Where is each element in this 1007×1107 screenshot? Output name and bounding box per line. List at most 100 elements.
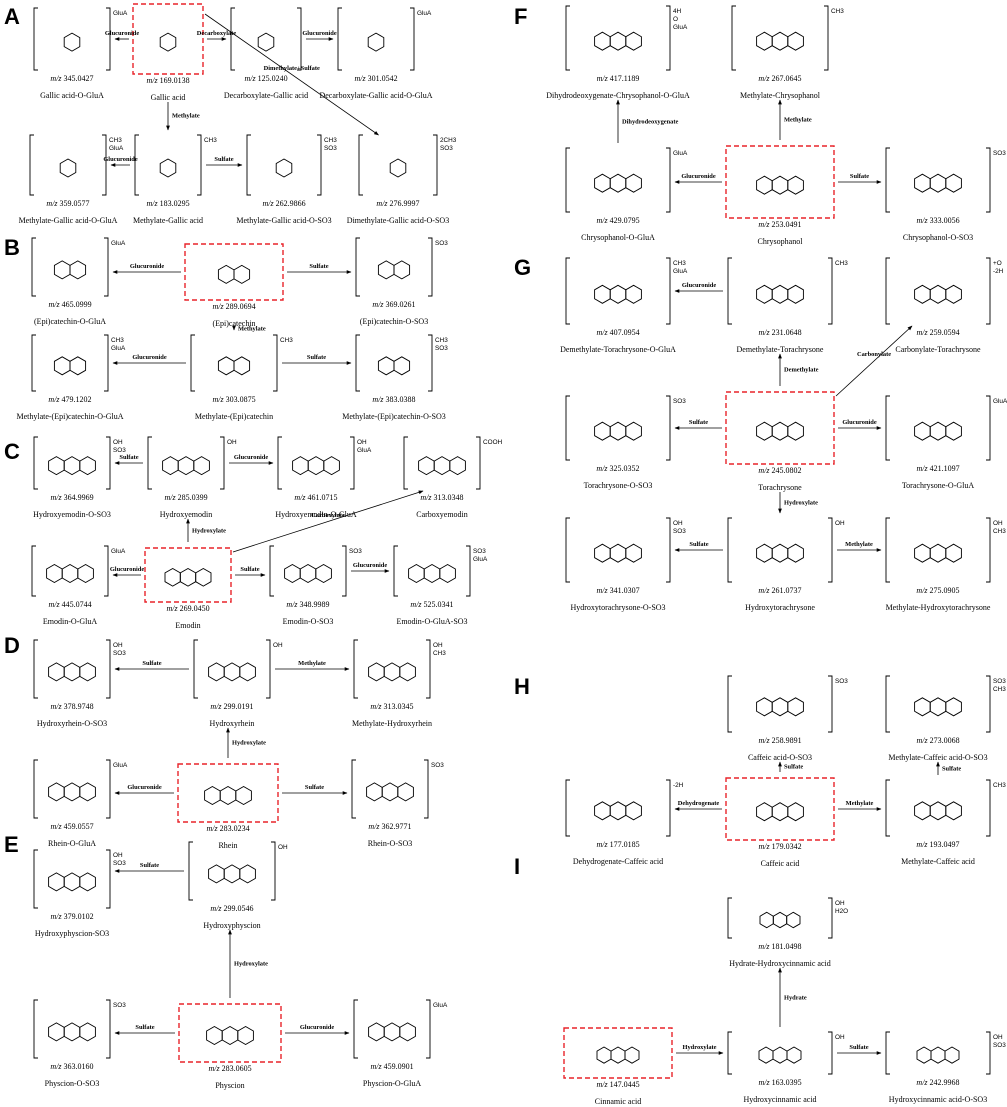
mz-prefix: m/z [596,464,607,473]
mz-value: m/z 341.0307 [570,586,665,597]
mz-number: 169.0138 [160,76,190,85]
bracket-right [220,437,224,489]
mz-prefix: m/z [916,464,927,473]
mz-prefix: m/z [376,199,387,208]
ring-hydroxyemodin-o-so3-2 [80,457,96,475]
mz-value: m/z 459.0557 [48,822,96,833]
compound-name: Emodin-O-GluA [43,617,97,628]
mz-number: 245.0802 [772,466,802,475]
compound-name: Decarboxylate-Gallic acid-O-GluA [319,91,432,102]
bracket-left [566,6,570,70]
ring-physcion-1 [222,1027,238,1045]
bracket-right [410,8,414,70]
ring-physcion-o-so3-1 [64,1023,80,1041]
mz-number: 267.0645 [772,74,802,83]
ring-hydroxycinnamic-acid-2 [787,1047,801,1063]
mz-prefix: m/z [916,840,927,849]
mz-prefix: m/z [372,300,383,309]
substituent-demethylate-torachrysone-o-glua: CH3 GluA [673,260,687,276]
structure-hydroxyemodin-o-so3 [34,437,110,489]
mz-number: 525.0341 [424,600,454,609]
substituent-decarboxylate-gallic-acid-o-glua: GluA [417,10,431,18]
reaction-label-sulfate: Sulfate [850,173,869,180]
reaction-label-sulfate: Sulfate [942,765,961,772]
ring-hydroxyemodin-o-so3-0 [49,457,65,475]
compound-name: Hydroxytorachrysone-O-SO3 [570,603,665,614]
structure-chrysophanol-o-so3 [886,148,990,212]
mz-prefix: m/z [48,600,59,609]
ring-methylate-epi-catechin-o-glua-0 [54,357,70,375]
mz-number: 465.0999 [62,300,92,309]
ring-demethylate-torachrysone-o-glua-2 [626,285,642,303]
compound-name: Hydroxyemodin-O-SO3 [33,510,111,521]
substituent-demethylate-torachrysone: CH3 [835,260,848,268]
bracket-left [34,760,38,818]
bracket-right [106,640,110,698]
ring-torachrysone-0 [757,422,773,440]
reaction-label-methylate: Methylate [784,117,812,124]
mz-prefix: m/z [286,600,297,609]
compound-name: Hydroxyphyscion [203,921,260,932]
reaction-label-methylate: Methylate [845,541,873,548]
compound-name: Dimethylate-Gallic acid-O-SO3 [347,216,449,227]
bracket-right [666,6,670,70]
mz-number: 421.1097 [930,464,960,473]
mz-value: m/z 181.0498 [729,942,831,953]
ring-methylate-hydroxytorachrysone-1 [930,544,946,562]
ring-methylate-chrysophanol-2 [788,32,804,50]
ring-hydroxytorachrysone-o-so3-2 [626,544,642,562]
mz-value: m/z 429.0795 [581,216,655,227]
mz-prefix: m/z [372,395,383,404]
ring-decarboxylate-gallic-acid-o-glua-0 [368,33,384,51]
mz-number: 429.0795 [610,216,640,225]
compound-name: Demethylate-Torachrysone-O-GluA [560,345,676,356]
structure-torachrysone-o-so3 [566,396,670,460]
mz-number: 269.0450 [180,604,210,613]
substituent-hydroxycinnamic-acid: OH [835,1034,845,1042]
ring-methylate-chrysophanol-1 [772,32,788,50]
mz-prefix: m/z [916,1078,927,1087]
structure-epi-catechin-o-so3 [356,238,432,296]
structure-demethylate-torachrysone [728,258,832,324]
bracket-left [728,518,732,582]
mz-value: m/z 183.0295 [133,199,203,210]
ring-caffeic-acid-1 [772,803,788,821]
reaction-label-carboxylate: Carboxylate [311,512,345,519]
mz-prefix: m/z [48,300,59,309]
mz-value: m/z 262.9866 [236,199,331,210]
mz-value: m/z 253.0491 [758,220,803,231]
highlight-box-cinnamic-acid [564,1028,672,1078]
mz-prefix: m/z [210,702,221,711]
reaction-label-hydroxylate: Hydroxylate [234,961,268,968]
substituent-chrysophanol-o-so3: SO3 [993,150,1006,158]
ring-methylate-hydroxytorachrysone-0 [915,544,931,562]
mz-value: m/z 147.0445 [595,1080,641,1091]
ring-decarboxylate-gallic-acid-0 [258,33,274,51]
ring-hydroxytorachrysone-o-so3-1 [610,544,626,562]
bracket-left [728,898,732,938]
mz-prefix: m/z [368,822,379,831]
substituent-methylate-epi-catechin: CH3 [280,337,293,345]
reaction-label-hydroxylate: Hydroxylate [192,527,226,534]
compound-name: Hydrate-Hydroxycinnamic acid [729,959,831,970]
mz-value: m/z 269.0450 [166,604,209,615]
ring-methylate-epi-catechin-o-so3-0 [378,357,394,375]
mz-value: m/z 301.0542 [319,74,432,85]
reaction-label-decarboxylate: Decarboxylate [197,30,236,37]
substituent-dehydrogenate-caffeic-acid: -2H [673,782,683,790]
bracket-right [266,640,270,698]
reaction-label-sulfate: Sulfate [119,454,138,461]
mz-prefix: m/z [212,302,223,311]
compound-name: Methylate-(Epi)catechin [195,412,273,423]
mz-value: m/z 359.0577 [19,199,118,210]
